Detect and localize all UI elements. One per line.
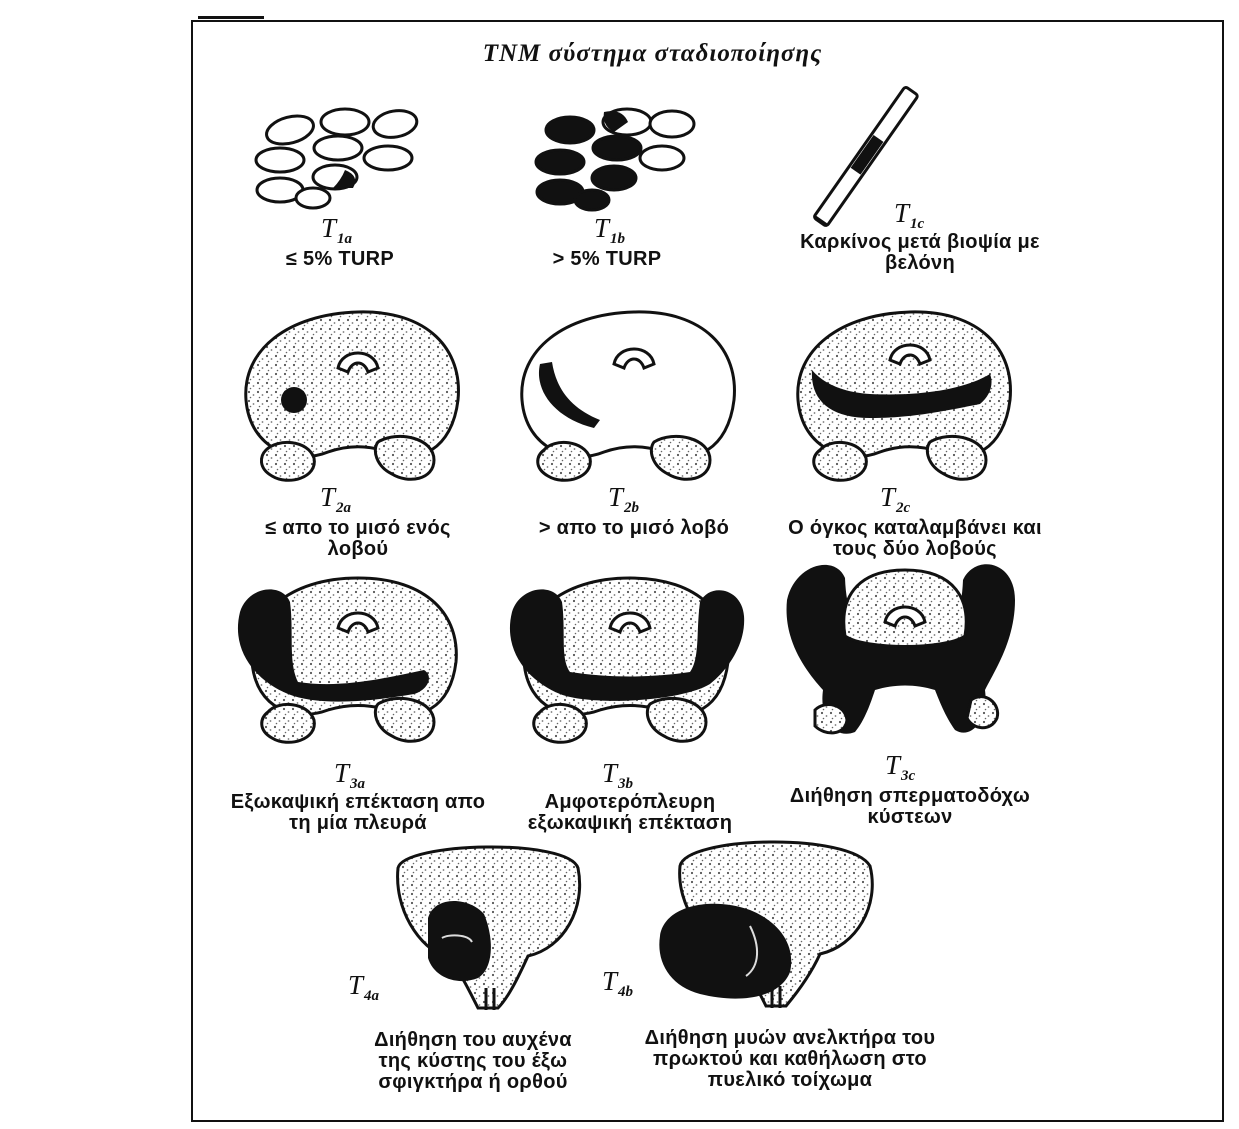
t2a-prostate-illustration	[238, 300, 478, 500]
t4a-panel: T4a Διήθηση του αυχένα της κύστης του έξ…	[338, 838, 628, 1098]
figure-title: TNM σύστημα σταδιοποίησης	[0, 40, 1239, 68]
t3a-caption: Εξωκαψική επέκταση απο τη μία πλευρά	[228, 792, 488, 834]
t4b-caption: Διήθηση μυών ανελκτήρα του πρωκτού και κ…	[630, 1028, 950, 1091]
t1b-caption: > 5% TURP	[512, 249, 702, 270]
t1a-panel: T1a ≤ 5% TURP	[245, 100, 415, 215]
t3c-panel: T3c Διήθηση σπερματοδόχω κύστεων	[775, 540, 1045, 830]
t4b-stage-label: T4b	[602, 966, 633, 1001]
t3b-stage-label: T3b	[602, 758, 633, 793]
t3b-prostate-illustration	[500, 572, 760, 762]
t2b-panel: T2b > απο το μισό λοβό	[514, 300, 754, 570]
scan-mark	[198, 16, 264, 19]
t1c-stage-label: T1c	[894, 198, 924, 233]
t4b-bladder-illustration	[600, 826, 980, 1016]
t1a-caption: ≤ 5% TURP	[245, 249, 435, 270]
t2c-prostate-illustration	[790, 300, 1040, 500]
t2a-panel: T2a ≤ απο το μισό ενός λοβού	[238, 300, 478, 570]
t1c-caption: Καρκίνος μετά βιοψία με βελόνη	[780, 232, 1060, 274]
t1a-chips-illustration	[245, 100, 415, 215]
t2b-caption: > απο το μισό λοβό	[514, 518, 754, 539]
t2b-stage-label: T2b	[608, 482, 639, 517]
t3c-prostate-illustration	[775, 540, 1045, 760]
t1a-stage-label: T1a	[321, 213, 352, 248]
t2b-prostate-illustration	[514, 300, 754, 500]
t2c-panel: T2c Ο όγκος καταλαμβάνει και τους δύο λο…	[790, 300, 1040, 570]
t1c-panel: T1c Καρκίνος μετά βιοψία με βελόνη	[780, 98, 1060, 288]
t4a-caption: Διήθηση του αυχένα της κύστης του έξω σφ…	[358, 1030, 588, 1093]
t4a-bladder-illustration	[338, 838, 628, 1018]
t4b-panel: T4b Διήθηση μυών ανελκτήρα του πρωκτού κ…	[600, 826, 980, 1096]
t2a-caption: ≤ απο το μισό ενός λοβού	[238, 518, 478, 560]
t3c-stage-label: T3c	[885, 750, 915, 785]
t3a-stage-label: T3a	[334, 758, 365, 793]
t1b-panel: T1b > 5% TURP	[522, 100, 692, 215]
t4a-stage-label: T4a	[348, 970, 379, 1005]
t3a-prostate-illustration	[228, 572, 488, 762]
t3a-panel: T3a Εξωκαψική επέκταση απο τη μία πλευρά	[228, 572, 488, 832]
t2c-stage-label: T2c	[880, 482, 910, 517]
t1b-stage-label: T1b	[594, 213, 625, 248]
t1b-chips-illustration	[522, 100, 692, 215]
t3b-panel: T3b Αμφοτερόπλευρη εξωκαψική επέκταση	[500, 572, 760, 832]
t2a-stage-label: T2a	[320, 482, 351, 517]
t3c-caption: Διήθηση σπερματοδόχω κύστεων	[765, 786, 1055, 828]
